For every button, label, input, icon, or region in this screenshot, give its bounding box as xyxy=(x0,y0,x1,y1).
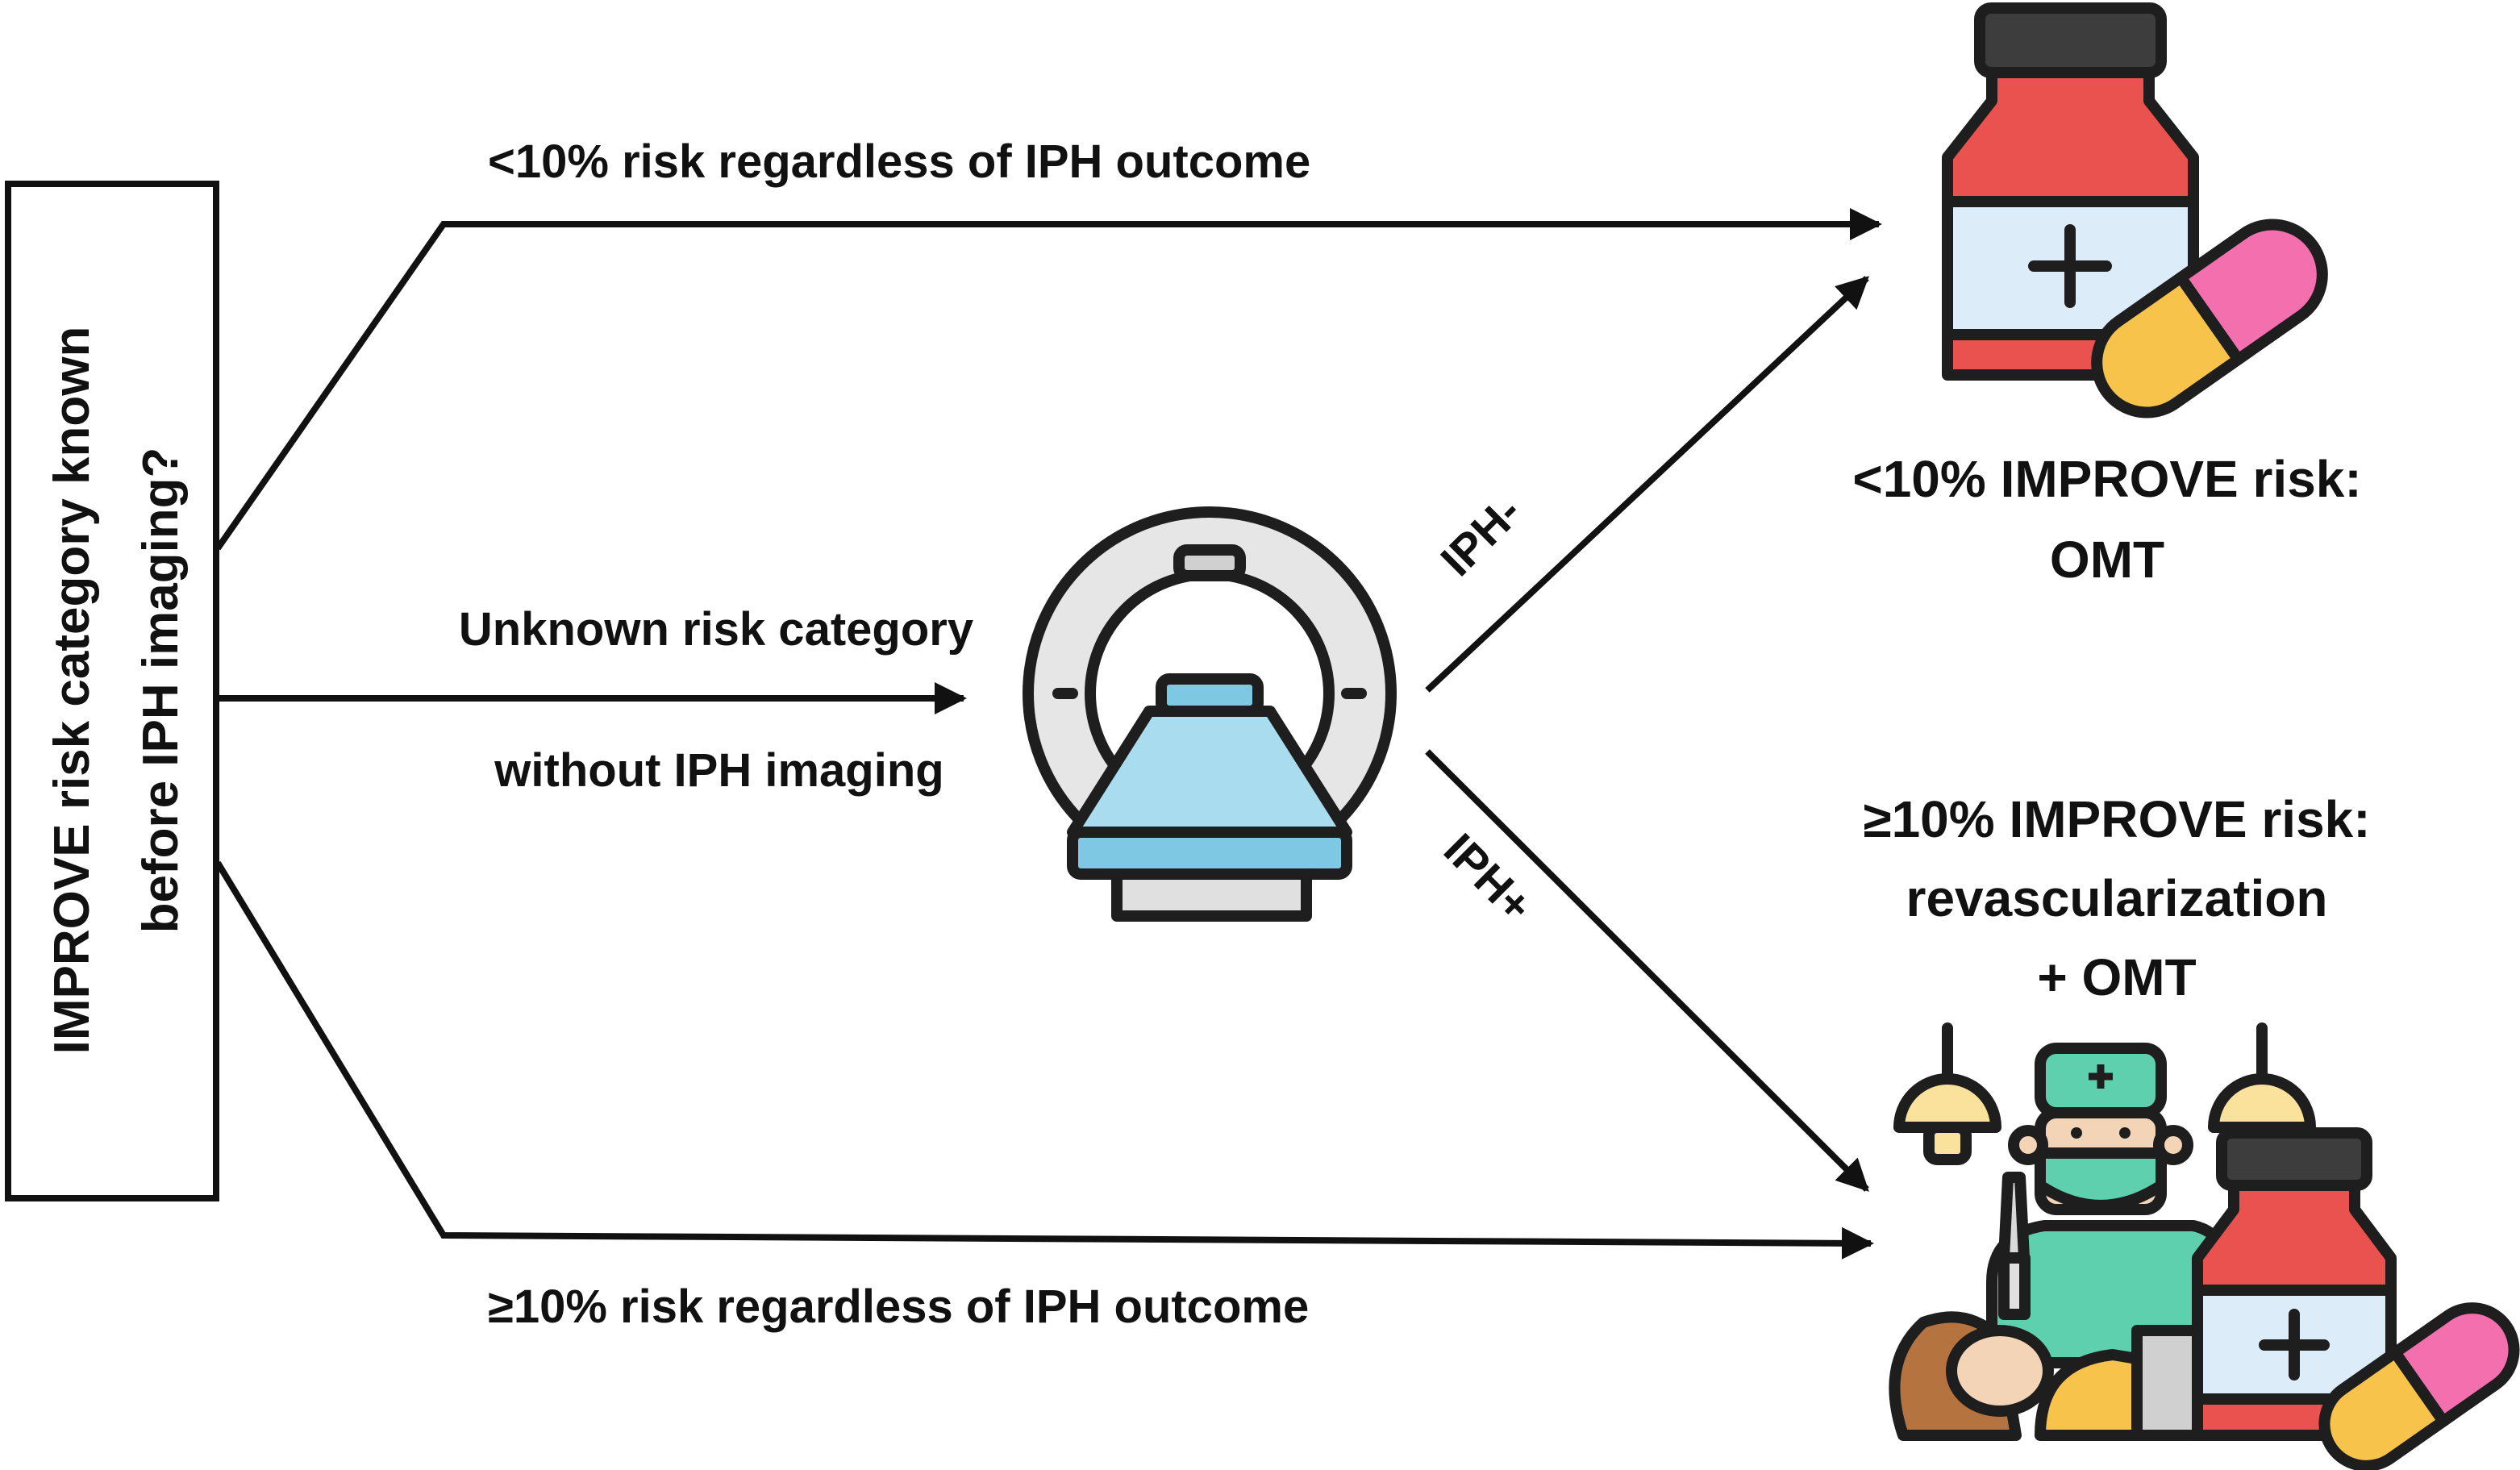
middle-path-label-line-2: without IPH imaging xyxy=(494,744,943,797)
middle-path-label-line-1: Unknown risk category xyxy=(459,603,973,656)
iph-positive-label: IPH+ xyxy=(1435,823,1543,931)
high-risk-outcome-line-3: + OMT xyxy=(2037,948,2196,1006)
high-risk-outcome-line-1: ≥10% IMPROVE risk: xyxy=(1863,790,2370,848)
iph-positive-arrow xyxy=(1425,749,1869,1192)
surgeon-operation-icon xyxy=(1889,1022,2520,1470)
medicine-bottle-pill-icon xyxy=(1942,2,2328,419)
question-line-1: IMPROVE risk category known xyxy=(44,327,100,1055)
question-box: IMPROVE risk category known before IPH i… xyxy=(5,181,219,1201)
top-path-arrow xyxy=(215,208,1882,551)
top-path-label: <10% risk regardless of IPH outcome xyxy=(488,135,1310,188)
mri-scanner-icon xyxy=(1023,506,1397,922)
iph-negative-arrow xyxy=(1425,276,1869,693)
bottom-path-arrow xyxy=(215,860,1874,1260)
low-risk-outcome-line-2: OMT xyxy=(2050,531,2164,589)
iph-negative-label: IPH- xyxy=(1431,485,1531,585)
low-risk-outcome-line-1: <10% IMPROVE risk: xyxy=(1852,450,2361,508)
question-box-frame xyxy=(5,181,219,1201)
question-line-2: before IPH imaging? xyxy=(133,448,189,934)
flow-lines xyxy=(215,208,1882,1260)
bottom-path-label: ≥10% risk regardless of IPH outcome xyxy=(488,1281,1309,1333)
high-risk-outcome-line-2: revascularization xyxy=(1906,869,2328,927)
